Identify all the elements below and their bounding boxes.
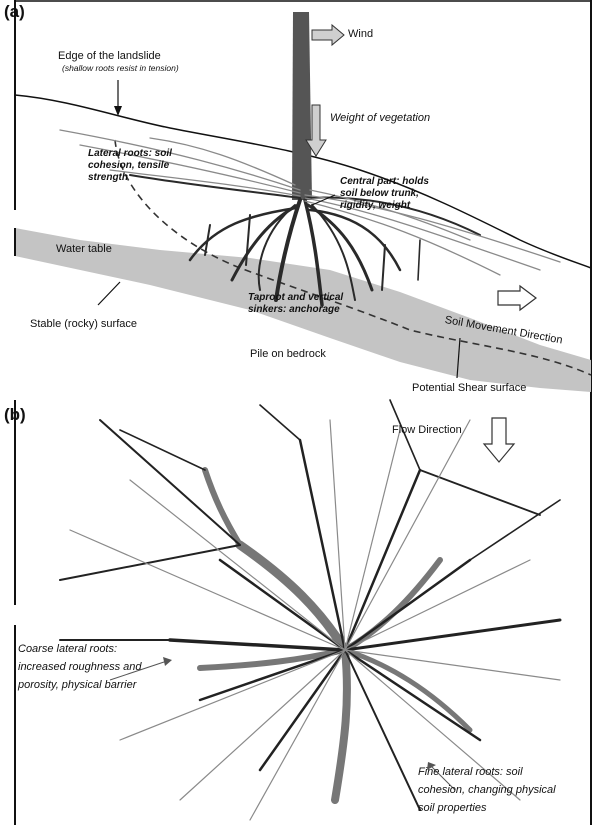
edge-label: Edge of the landslide — [58, 50, 161, 63]
edge-note: (shallow roots resist in tension) — [62, 64, 179, 74]
coarse-roots-leader-head — [163, 657, 172, 666]
central-part-label-2: soil below trunk, — [340, 188, 419, 200]
central-part-label-3: rigidity, weight — [340, 200, 410, 212]
lateral-roots-label-2: cohesion, tensile — [88, 160, 169, 172]
root-system-b — [60, 400, 560, 820]
coarse-roots-label-1: Coarse lateral roots: — [18, 643, 117, 656]
fine-roots-label-1: Fine lateral roots: soil — [418, 766, 523, 779]
taproot-label-1: Taproot and vertical — [248, 292, 343, 304]
coarse-roots-label-2: increased roughness and — [18, 661, 142, 674]
flow-direction-label: Flow Direction — [392, 424, 462, 437]
wind-label: Wind — [348, 28, 373, 41]
panel-b-label: (b) — [4, 405, 26, 425]
pile-label: Pile on bedrock — [250, 348, 326, 361]
shear-label: Potential Shear surface — [412, 382, 526, 395]
central-part-label-1: Central part: holds — [340, 176, 429, 188]
water-table-label: Water table — [56, 243, 112, 256]
coarse-roots-label-3: porosity, physical barrier — [18, 679, 136, 692]
taproot-label-2: sinkers: anchorage — [248, 304, 340, 316]
stable-surface-label: Stable (rocky) surface — [30, 318, 137, 331]
panel-a-label: (a) — [4, 2, 25, 22]
lateral-roots-label-3: strength — [88, 172, 128, 184]
flow-direction-arrow — [484, 418, 514, 462]
weight-label: Weight of vegetation — [330, 112, 430, 125]
fine-roots-label-3: soil properties — [418, 802, 486, 815]
fine-roots-label-2: cohesion, changing physical — [418, 784, 556, 797]
lateral-roots-label-1: Lateral roots: soil — [88, 148, 172, 160]
